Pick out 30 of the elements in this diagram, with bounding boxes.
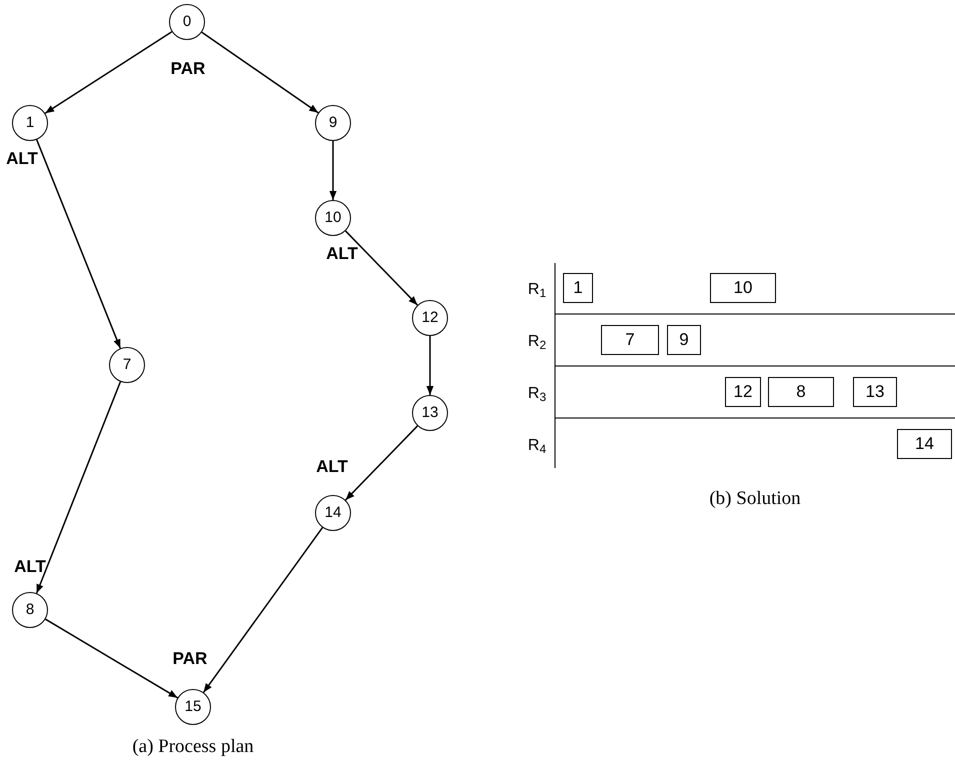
task-box: 10 [710, 273, 776, 303]
operator-label: ALT [6, 150, 38, 167]
arrow [329, 141, 337, 200]
arrow [426, 336, 434, 395]
arrow [202, 527, 324, 693]
task-box: 12 [725, 377, 761, 407]
arrow [345, 425, 418, 501]
task-box: 14 [897, 429, 952, 459]
task-box: 9 [667, 325, 701, 355]
task-box: 7 [601, 325, 659, 355]
arrow [345, 230, 418, 306]
operator-label: ALT [14, 558, 46, 575]
row-label: R$_{1}$ [528, 280, 546, 302]
operator-label: PAR [170, 60, 206, 77]
arrow [45, 618, 178, 698]
task-box: 13 [853, 377, 897, 407]
operator-label: ALT [326, 245, 358, 262]
row-label: R$_{3}$ [528, 384, 546, 406]
caption: (a) Process plan [132, 735, 254, 759]
arrow [44, 31, 172, 114]
caption: (b) Solution [709, 487, 801, 511]
operator-label: PAR [172, 650, 208, 667]
arrow [201, 32, 319, 114]
arrow [36, 139, 121, 349]
task-box: 8 [768, 377, 834, 407]
task-box: 1 [563, 273, 593, 303]
arrow [36, 381, 122, 594]
row-label: R$_{2}$ [528, 332, 546, 354]
row-label: R$_{4}$ [528, 436, 546, 458]
operator-label: ALT [316, 458, 348, 475]
